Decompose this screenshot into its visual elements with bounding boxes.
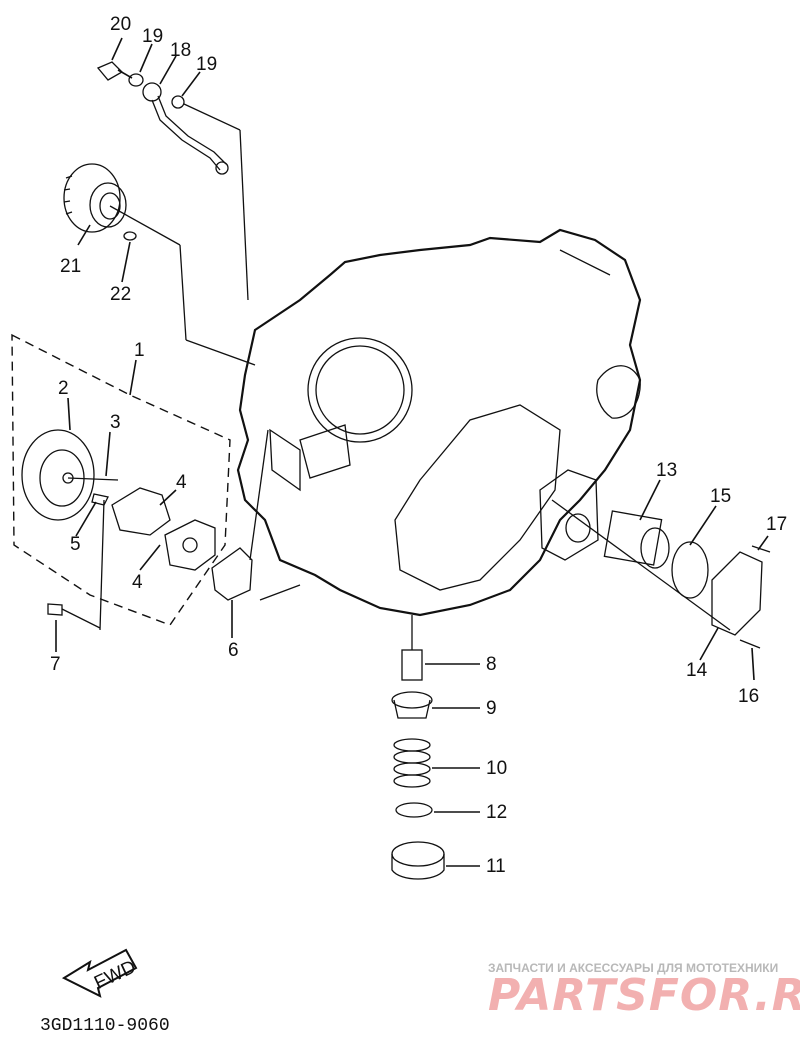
- oil-delivery-pipe: [96, 61, 249, 301]
- strainer-stack: [391, 615, 445, 880]
- part-label-21: 21: [60, 256, 81, 277]
- part-label-14: 14: [686, 660, 708, 681]
- forward-arrow-icon: FWD: [61, 948, 139, 998]
- drawing-code: 3GD1110-9060: [40, 1016, 170, 1036]
- part-label-12: 12: [486, 802, 507, 823]
- oil-filter-assembly: [539, 469, 771, 649]
- part-label-9: 9: [486, 698, 497, 719]
- watermark-logo: PARTSFOR.RU: [488, 970, 800, 1021]
- part-label-19: 19: [142, 26, 163, 47]
- part-label-4-b: 4: [132, 572, 143, 593]
- watermark: ЗАПЧАСТИ И АКСЕССУАРЫ ДЛЯ МОТОТЕХНИКИ PA…: [488, 961, 800, 1021]
- part-label-17: 17: [766, 514, 787, 535]
- part-label-1: 1: [134, 340, 145, 361]
- part-label-10: 10: [486, 758, 507, 779]
- primary-drive-gear: [63, 163, 256, 366]
- part-label-7: 7: [50, 654, 61, 675]
- part-label-3: 3: [110, 412, 121, 433]
- oil-pump-assy-group: [11, 333, 269, 631]
- watermark-tagline: ЗАПЧАСТИ И АКСЕССУАРЫ ДЛЯ МОТОТЕХНИКИ: [488, 961, 778, 975]
- leader-lines: [55, 37, 769, 867]
- crankcase: [236, 228, 642, 617]
- part-label-11: 11: [486, 856, 506, 877]
- part-label-18: 18: [170, 40, 191, 61]
- part-number-labels: 20 19 18 19 21 22 1 2 3 4 5 4 6 7 8 9 10…: [50, 14, 787, 877]
- bolt-7: [47, 603, 101, 629]
- part-label-20: 20: [110, 14, 131, 35]
- part-label-19-b: 19: [196, 54, 217, 75]
- part-label-6: 6: [228, 640, 239, 661]
- part-label-22: 22: [110, 284, 131, 305]
- part-label-5: 5: [70, 534, 81, 555]
- part-label-2: 2: [58, 378, 69, 399]
- part-label-16: 16: [738, 686, 759, 707]
- part-label-15: 15: [710, 486, 731, 507]
- part-label-13: 13: [656, 460, 677, 481]
- part-label-4-a: 4: [176, 472, 187, 493]
- part-label-8: 8: [486, 654, 497, 675]
